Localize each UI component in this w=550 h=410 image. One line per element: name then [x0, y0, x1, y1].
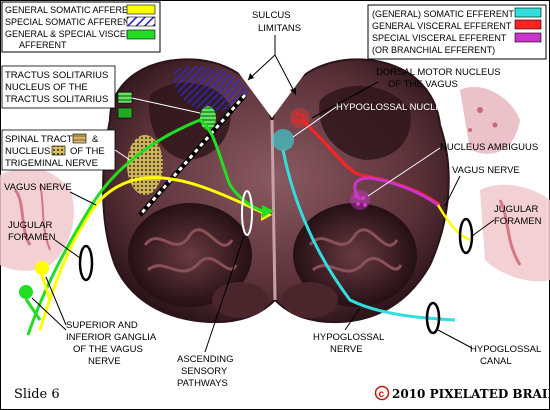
legend-gsa-label: GENERAL SOMATIC AFFERENT	[5, 5, 141, 15]
visceral-afferent-pathway	[26, 118, 269, 336]
legend-sve-label: SPECIAL VISCERAL EFFERENT	[372, 33, 507, 43]
tractus-label-line3: TRACTUS SOLITARIUS	[5, 94, 108, 105]
legend-visceral-swatch	[126, 29, 156, 40]
sulcus-label-line1: SULCUS	[252, 10, 291, 21]
hypoglossal-canal-label-line2: CANAL	[480, 356, 512, 367]
sulcus-label-line2: LIMITANS	[258, 23, 301, 34]
ganglia-label-line1: SUPERIOR AND	[66, 320, 138, 331]
legend-gsa-swatch	[126, 4, 156, 15]
hypoglossal-canal-label-line1: HYPOGLOSSAL	[470, 344, 541, 355]
copyright-circle	[374, 385, 390, 401]
tractus-solitarius-label: TRACTUS SOLITARIUS NUCLEUS OF THE TRACTU…	[1, 65, 201, 119]
dmnv-leader	[311, 81, 379, 119]
legend-sve-swatch	[514, 32, 542, 43]
hypoglossal-nerve-pathway	[281, 149, 456, 322]
hypoglossal-nucleus-label: HYPOGLOSSAL NUCLEUS	[336, 102, 455, 113]
spinal-nucleus-swatch	[51, 145, 66, 156]
nucleus-ambiguus-label: NUCLEUS AMBIGUUS	[440, 142, 538, 153]
hypoglossal-nerve-label-line2: NERVE	[330, 344, 363, 355]
vagus-nerve-right	[436, 204, 471, 242]
legend-sve-label-2: (OR BRANCHIAL EFFERENT)	[372, 45, 495, 55]
spinal-leader	[114, 149, 131, 161]
ganglia-label-line3: OF THE VAGUS	[73, 344, 143, 355]
legend-ssa-swatch	[126, 16, 156, 27]
legend-gve-label: GENERAL VISCERAL EFFERENT	[372, 21, 512, 31]
hypoglossal-nerve-label-line1: HYPOGLOSSAL	[313, 332, 384, 343]
legend-gse-swatch	[514, 7, 542, 18]
legend-gse-label: (GENERAL) SOMATIC EFFERENT	[372, 9, 514, 19]
tractus-leader	[131, 97, 201, 114]
legend-visceral-label-2: AFFERENT	[19, 40, 67, 50]
hypoglossal-nucleus	[272, 129, 294, 151]
spinal-trigeminal-nucleus	[127, 135, 163, 195]
ganglia-label-line2: INFERIOR GANGLIA	[66, 332, 157, 343]
ascending-label-line1: ASCENDING	[177, 354, 233, 365]
ganglia-label-line4: NERVE	[88, 356, 121, 367]
sulcus-arrow-left	[248, 73, 254, 80]
tractus-label-line2: NUCLEUS OF THE	[5, 82, 88, 93]
gva-arrowhead	[262, 205, 274, 218]
spinal-label-line1: SPINAL TRACT	[5, 134, 73, 145]
sulcus-limitans-line-dash	[138, 94, 247, 216]
legend-gve-swatch	[514, 19, 542, 30]
vagus-right-leader	[444, 175, 461, 207]
vagus-nerve-right-label: VAGUS NERVE	[452, 165, 520, 176]
jugular-left-label-line1: JUGULAR	[8, 220, 52, 231]
legend-ssa-label: SPECIAL SOMATIC AFFERENT	[5, 17, 136, 27]
jugular-right-label-line2: FORAMEN	[494, 216, 542, 227]
hypoglossal-canal-leader	[437, 329, 473, 349]
copyright: c 2010 PIXELATED BRAIN	[374, 385, 550, 401]
ganglia-leaders	[31, 276, 67, 331]
sulcus-arrow-right	[290, 88, 296, 95]
jugular-left-leader	[54, 239, 81, 259]
tractus-swatch-solid	[117, 107, 133, 119]
ascending-pathways-oval	[241, 190, 253, 236]
peripheral-tissue	[0, 86, 550, 282]
spinal-label-line2: NUCLEUS	[5, 146, 50, 157]
legend-right: (GENERAL) SOMATIC EFFERENT GENERAL VISCE…	[367, 4, 547, 60]
inferior-ganglion	[19, 285, 33, 299]
dmnv-label-line1: DORSAL MOTOR NUCLEUS	[376, 67, 501, 78]
jugular-right-leader	[471, 219, 495, 237]
copyright-text: 2010 PIXELATED BRAIN	[392, 387, 550, 401]
copyright-symbol: c	[379, 389, 385, 400]
jugular-left-label-line2: FORAMEN	[8, 232, 56, 243]
spinal-tract-swatch	[72, 133, 87, 144]
dmnv-label-line2: OF THE VAGUS	[388, 79, 458, 90]
hypoglossal-nucleus-leader	[292, 106, 337, 138]
ascending-label-line3: PATHWAYS	[177, 378, 228, 389]
inferior-ganglion-stalk	[24, 298, 42, 321]
hypoglossal-nerve-leader	[344, 307, 361, 331]
superior-ganglion	[35, 261, 49, 275]
superior-ganglion-stalk	[40, 274, 52, 301]
general-somatic-afferent-pathway	[38, 176, 269, 331]
special-visceral-efferent-pathway	[353, 176, 439, 207]
jugular-foramen-left	[78, 244, 94, 282]
slide-number: Slide 6	[14, 387, 60, 402]
vagus-left-leader	[69, 191, 97, 206]
spinal-amp: &	[92, 134, 99, 145]
legend-visceral-label: GENERAL & SPECIAL VISCERAL	[5, 29, 143, 39]
sulcus-limitans-label: SULCUS LIMITANS	[247, 10, 301, 96]
spinal-label-line2b: OF THE	[70, 146, 105, 157]
sulcus-leader	[247, 35, 297, 96]
ascending-leader	[204, 235, 245, 353]
tractus-swatch-stripe	[117, 91, 133, 104]
spinal-trigeminal-label: SPINAL TRACT & NUCLEUS OF THE TRIGEMINAL…	[1, 129, 131, 171]
nucleus-ambiguus-leader	[367, 147, 441, 197]
spinal-label-line3: TRIGEMINAL NERVE	[5, 158, 98, 169]
vestibular-nuclei-region	[173, 66, 250, 112]
tractus-label-line1: TRACTUS SOLITARIUS	[5, 70, 108, 81]
hypoglossal-canal-oval	[425, 301, 441, 335]
legend-left: GENERAL SOMATIC AFFERENT SPECIAL SOMATIC…	[1, 1, 161, 53]
ascending-label-line2: SENSORY	[181, 366, 228, 377]
vagus-nerve-left-label: VAGUS NERVE	[4, 182, 72, 193]
jugular-right-label-line1: JUGULAR	[494, 204, 538, 215]
medulla-section	[102, 58, 450, 324]
